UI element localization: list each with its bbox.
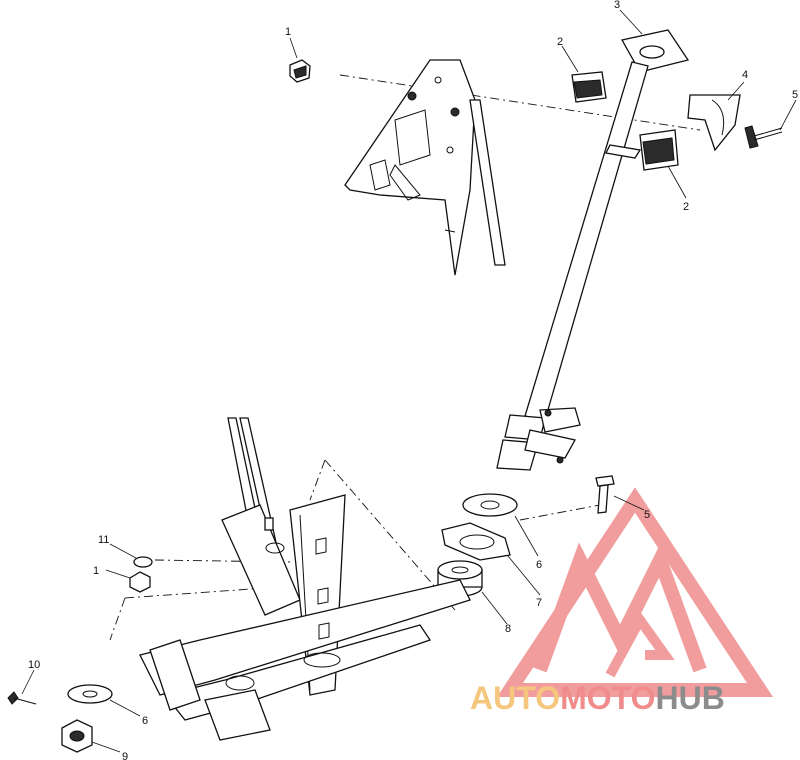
- bolt-upper: [744, 125, 783, 149]
- callout-4: 4: [742, 69, 748, 81]
- logo-g-shape: [605, 610, 675, 678]
- leader-lines: [21, 9, 797, 753]
- callout-8: 8: [505, 623, 511, 635]
- callout-1-upper: 1: [285, 26, 291, 38]
- callout-10: 10: [28, 659, 40, 671]
- nut-upper: [289, 59, 311, 83]
- logo-m-shape: [533, 542, 707, 673]
- watermark-hub: HUB: [655, 680, 724, 716]
- svg-text:AUTOMOTOHUB: AUTOMOTOHUB: [470, 680, 725, 716]
- bolt-10: [7, 691, 37, 705]
- callout-5-upper: 5: [792, 89, 798, 101]
- watermark-logo: [497, 487, 773, 697]
- assembly-lines: [109, 74, 701, 641]
- callout-2-upper: 2: [557, 36, 563, 48]
- watermark-text: AUTOMOTOHUB: [470, 680, 725, 716]
- callout-7: 7: [536, 597, 542, 609]
- watermark-auto: AUTO: [470, 680, 560, 716]
- bearing-plate-7: [441, 522, 511, 561]
- steering-column: [496, 29, 690, 471]
- washer-11: [133, 556, 153, 568]
- upper-dash-bracket: [344, 59, 506, 276]
- callout-1-lower: 1: [93, 565, 99, 577]
- bushing-lower: [639, 129, 679, 171]
- callout-6-left: 6: [142, 715, 148, 727]
- callout-6-right: 6: [536, 559, 542, 571]
- callout-11: 11: [98, 534, 109, 546]
- washer-6-left: [67, 684, 113, 704]
- callout-3: 3: [614, 0, 620, 11]
- callout-9: 9: [122, 751, 128, 760]
- bolt-lower-5: [595, 475, 615, 514]
- washer-6-right: [462, 493, 518, 517]
- callout-labels: 1 2 3 4 5 2 5 11 1 6 7 8 10 6 9: [28, 0, 798, 760]
- nut-9: [61, 719, 93, 753]
- callout-2-lower: 2: [683, 201, 689, 213]
- bushing-upper: [571, 71, 607, 103]
- watermark-moto: MOTO: [560, 680, 655, 716]
- lower-frame: [139, 417, 471, 741]
- callout-5-lower: 5: [644, 509, 650, 521]
- nut-1-lower: [129, 571, 151, 593]
- clamp-bracket: [687, 94, 741, 152]
